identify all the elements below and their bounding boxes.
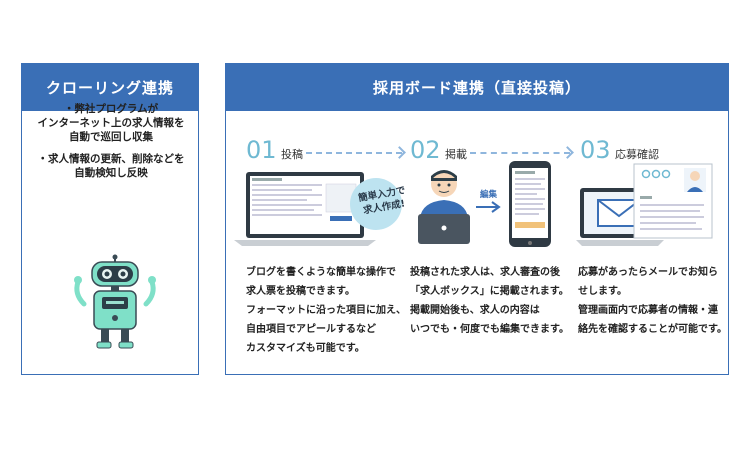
step-03-number: 03 [580, 136, 611, 164]
step-01-number: 01 [246, 136, 277, 164]
crawling-bullet: ・求人情報の更新、削除などを 自動検知し反映 [37, 153, 185, 179]
crawling-title: クローリング連携 [22, 64, 198, 111]
laptop-posting-illustration [234, 172, 402, 246]
step-arrow [306, 152, 402, 154]
step-01-label: 投稿 [281, 148, 303, 161]
crawling-bullets: ・弊社プログラムが インターネット上の求人情報を 自動で巡回し収集 ・求人情報の… [22, 102, 200, 188]
edit-label: 編集 [480, 190, 498, 200]
crawling-bullet: ・弊社プログラムが インターネット上の求人情報を 自動で巡回し収集 [37, 103, 185, 143]
smartphone-illustration [509, 161, 551, 247]
arrow-right-icon [476, 201, 501, 213]
person-illustration [418, 170, 470, 244]
step-02-label: 掲載 [445, 148, 467, 161]
step-01-description: ブログを書くような簡単な操作で 求人票を投稿できます。 フォーマットに沿った項目… [246, 267, 406, 354]
job-board-title: 採用ボード連携（直接投稿） [226, 64, 728, 111]
step-02-number: 02 [410, 136, 441, 164]
robot-illustration [74, 254, 156, 349]
crawling-panel: クローリング連携 ・弊社プログラムが インターネット上の求人情報を 自動で巡回し… [21, 63, 199, 375]
step-03-description: 応募があったらメールでお知ら せします。 管理画面内で応募者の情報・連 絡先を確… [578, 267, 727, 335]
step-03-label: 応募確認 [615, 148, 659, 161]
step-arrow [470, 152, 570, 154]
application-check-illustration [576, 163, 713, 246]
step-02-description: 投稿された求人は、求人審査の後 「求人ボックス」に掲載されます。 掲載開始後も、… [410, 267, 569, 335]
